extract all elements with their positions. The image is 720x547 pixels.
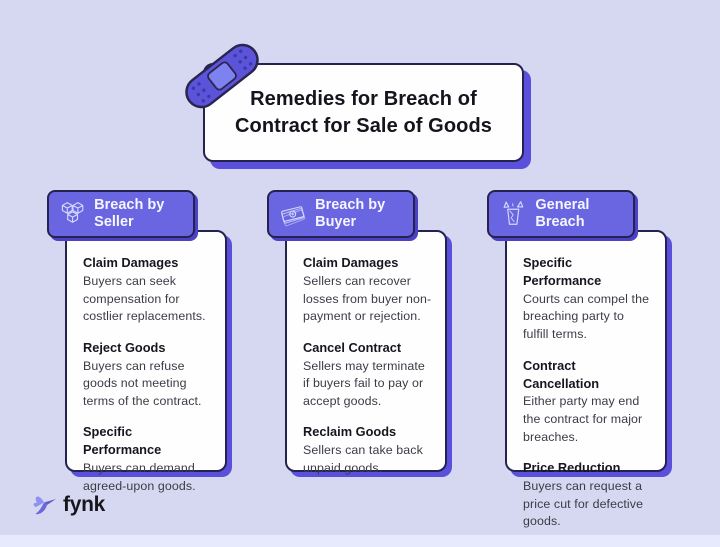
remedy-item: Cancel Contract Sellers may terminate if… (303, 339, 432, 411)
brand-logo: fynk (32, 492, 105, 518)
column-card-breach-by-seller: Claim Damages Buyers can seek compensati… (65, 230, 227, 493)
remedy-heading: Contract Cancellation (523, 357, 600, 391)
column-header-breach-by-buyer: Breach by Buyer (267, 190, 415, 238)
remedy-description: Sellers may terminate if buyers fail to … (303, 358, 425, 408)
bird-logo-icon (33, 496, 56, 515)
column-header-label: Breach by Seller (94, 196, 165, 230)
remedy-heading: Reclaim Goods (303, 424, 397, 440)
remedy-item: Claim Damages Buyers can seek compensati… (83, 254, 212, 326)
remedy-heading: Claim Damages (83, 255, 179, 270)
remedy-description: Sellers can take back unpaid goods. (303, 443, 423, 475)
remedy-heading: Claim Damages (303, 255, 399, 270)
remedy-item: Reclaim Goods Sellers can take back unpa… (303, 423, 432, 477)
remedy-description: Courts can compel the breaching party to… (523, 291, 650, 342)
cash-icon (281, 206, 306, 227)
remedy-description: Buyers can refuse goods not meeting term… (83, 358, 202, 408)
column-card-general-breach: Specific Performance Courts can compel t… (505, 230, 667, 528)
title-card: Remedies for Breach of Contract for Sale… (203, 63, 524, 162)
remedy-heading: Cancel Contract (303, 339, 402, 355)
remedy-item: Claim Damages Sellers can recover losses… (303, 254, 432, 326)
remedy-description: Buyers can seek compensation for costlie… (83, 273, 206, 324)
remedy-heading: Specific Performance (523, 255, 602, 288)
cubes-icon (61, 202, 84, 223)
brand-name: fynk (63, 493, 105, 516)
column-header-breach-by-seller: Breach by Seller (47, 190, 195, 238)
remedy-heading: Price Reduction (523, 460, 621, 476)
column-header-general-breach: General Breach (487, 190, 635, 238)
column-card-breach-by-buyer: Claim Damages Sellers can recover losses… (285, 230, 447, 475)
column-header-label: General Breach (535, 196, 590, 230)
remedy-item: Contract Cancellation Either party may e… (523, 357, 652, 447)
bottom-strip (0, 535, 720, 547)
remedy-description: Sellers can recover losses from buyer no… (303, 273, 432, 324)
remedy-item: Price Reduction Buyers can request a pri… (523, 459, 652, 531)
remedy-description: Buyers can request a price cut for defec… (523, 479, 644, 529)
remedy-item: Specific Performance Buyers can demand a… (83, 423, 212, 495)
bandage-icon (185, 43, 259, 109)
remedy-description: Buyers can demand agreed-upon goods. (83, 461, 196, 493)
remedy-item: Reject Goods Buyers can refuse goods not… (83, 339, 212, 411)
broken-glass-icon (503, 201, 524, 225)
remedy-item: Specific Performance Courts can compel t… (523, 254, 652, 344)
remedy-heading: Reject Goods (83, 339, 166, 355)
remedy-heading: Specific Performance (83, 424, 162, 458)
page-title-line-2: Contract for Sale of Goods (234, 114, 493, 137)
page-title-line-1: Remedies for Breach of (250, 88, 477, 111)
remedy-description: Either party may end the contract for ma… (523, 394, 643, 444)
column-header-label: Breach by Buyer (315, 196, 386, 230)
